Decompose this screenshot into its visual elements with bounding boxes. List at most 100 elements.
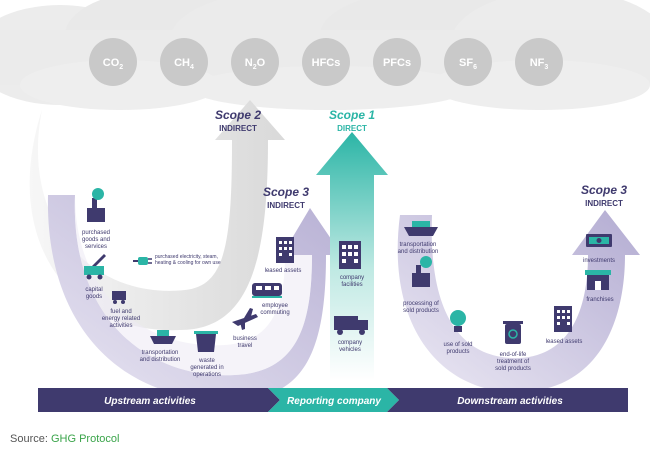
investments-item: investments (583, 234, 615, 264)
svg-text:vehicles: vehicles (339, 347, 361, 353)
svg-text:purchased: purchased (82, 230, 110, 236)
scope2-label: Scope 2 INDIRECT (215, 108, 261, 133)
fuel-cart-icon (112, 291, 126, 304)
source-caption: Source: GHG Protocol (10, 433, 119, 445)
svg-text:company: company (338, 340, 362, 346)
svg-text:company: company (340, 275, 364, 281)
source-prefix: Source: (10, 433, 51, 445)
downstream-leased-assets-item: leased assets (546, 306, 582, 345)
svg-text:CH4: CH4 (174, 57, 194, 71)
svg-text:operations: operations (193, 372, 221, 378)
gas-circle-pfcs: PFCs (373, 38, 421, 86)
svg-text:goods: goods (86, 294, 102, 300)
svg-text:goods and: goods and (82, 237, 110, 243)
downstream-bar (387, 388, 628, 412)
svg-text:and distribution: and distribution (398, 249, 439, 255)
bottom-bar: Upstream activities Reporting company Do… (38, 388, 628, 412)
upstream-bar-label: Upstream activities (104, 396, 196, 407)
company-vehicles-item: company vehicles (334, 316, 368, 353)
svg-text:sold products: sold products (495, 366, 531, 372)
ship-icon (150, 330, 176, 344)
svg-text:facilities: facilities (341, 282, 362, 288)
employee-commuting-item: employee commuting (252, 283, 290, 316)
processing-plant-icon (412, 256, 432, 287)
svg-text:Scope 3: Scope 3 (581, 183, 627, 197)
svg-text:Scope 3: Scope 3 (263, 185, 309, 199)
svg-text:N2O: N2O (245, 57, 266, 71)
company-facilities-item: company facilities (339, 241, 364, 288)
reporting-bar-label: Reporting company (287, 396, 381, 407)
scope3-upstream-inner (74, 195, 312, 376)
end-of-life-item: end-of-life treatment of sold products (495, 321, 531, 372)
upstream-bar (38, 388, 280, 412)
svg-text:employee: employee (262, 303, 289, 309)
waste-item: waste generated in operations (190, 331, 224, 378)
svg-text:sold products: sold products (403, 308, 439, 314)
svg-text:franchises: franchises (586, 297, 613, 303)
business-travel-item: business travel (232, 308, 258, 349)
svg-text:activities: activities (109, 323, 132, 329)
svg-text:heating & cooling for own use: heating & cooling for own use (155, 260, 221, 266)
svg-text:purchased electricity, steam,: purchased electricity, steam, (155, 254, 218, 260)
svg-text:Scope 2: Scope 2 (215, 108, 261, 122)
gas-circle-ch4: CH4 (160, 38, 208, 86)
plug-icon (133, 257, 152, 265)
svg-text:business: business (233, 336, 257, 342)
recycle-bin-icon (503, 321, 523, 344)
dumpster-icon (194, 331, 218, 352)
reporting-bar (268, 388, 399, 412)
svg-text:and distribution: and distribution (140, 357, 181, 363)
svg-text:INDIRECT: INDIRECT (219, 124, 257, 133)
svg-text:commuting: commuting (260, 310, 289, 316)
svg-text:DIRECT: DIRECT (337, 124, 367, 133)
scope3-upstream-arrow (47, 195, 342, 401)
svg-text:processing of: processing of (403, 301, 439, 307)
building-icon (554, 306, 572, 332)
svg-text:travel: travel (238, 343, 253, 349)
scope3-downstream-arrow (397, 210, 640, 393)
gas-circles: CO2 CH4 N2O HFCs PFCs SF6 NF3 (89, 38, 563, 86)
electricity-item: purchased electricity, steam, heating & … (133, 254, 221, 266)
source-link[interactable]: GHG Protocol (50, 433, 120, 445)
svg-text:use of sold: use of sold (443, 342, 472, 348)
train-icon (252, 283, 282, 298)
scope1-label: Scope 1 DIRECT (329, 108, 375, 133)
upstream-leased-assets-item: leased assets (265, 237, 302, 274)
downstream-transport-item: transportation and distribution (398, 221, 439, 255)
office-building-icon (339, 241, 361, 269)
svg-text:end-of-life: end-of-life (500, 352, 527, 358)
svg-text:treatment of: treatment of (497, 359, 529, 365)
gas-circle-sf6: SF6 (444, 38, 492, 86)
svg-text:generated in: generated in (190, 365, 223, 371)
svg-text:services: services (85, 244, 107, 250)
capital-goods-item: capital goods (84, 254, 106, 300)
svg-text:CO2: CO2 (103, 57, 124, 71)
svg-text:INDIRECT: INDIRECT (267, 201, 305, 210)
svg-text:PFCs: PFCs (383, 57, 411, 69)
downstream-bar-label: Downstream activities (457, 396, 563, 407)
cargo-ship-icon (404, 221, 438, 236)
delivery-truck-icon (334, 316, 368, 335)
storefront-icon (585, 270, 611, 290)
gas-circle-nf3: NF3 (515, 38, 563, 86)
gas-circle-n2o: N2O (231, 38, 279, 86)
fuel-energy-item: fuel and energy related activities (102, 291, 140, 329)
svg-text:waste: waste (198, 358, 215, 364)
svg-text:HFCs: HFCs (312, 57, 341, 69)
svg-text:SF6: SF6 (459, 57, 477, 71)
svg-text:INDIRECT: INDIRECT (585, 199, 623, 208)
gas-circle-co2: CO2 (89, 38, 137, 86)
franchises-item: franchises (585, 270, 614, 303)
lightbulb-icon (450, 310, 466, 332)
gas-circle-hfcs: HFCs (302, 38, 350, 86)
truck-crane-icon (84, 254, 106, 280)
svg-text:capital: capital (85, 287, 102, 293)
upstream-transport-item: transportation and distribution (140, 330, 181, 363)
svg-text:energy related: energy related (102, 316, 140, 322)
factory-icon (87, 188, 105, 222)
svg-text:Scope 1: Scope 1 (329, 108, 375, 122)
scope3-upstream-label: Scope 3 INDIRECT (263, 185, 309, 210)
svg-text:leased assets: leased assets (265, 268, 302, 274)
use-of-products-item: use of sold products (443, 310, 473, 355)
